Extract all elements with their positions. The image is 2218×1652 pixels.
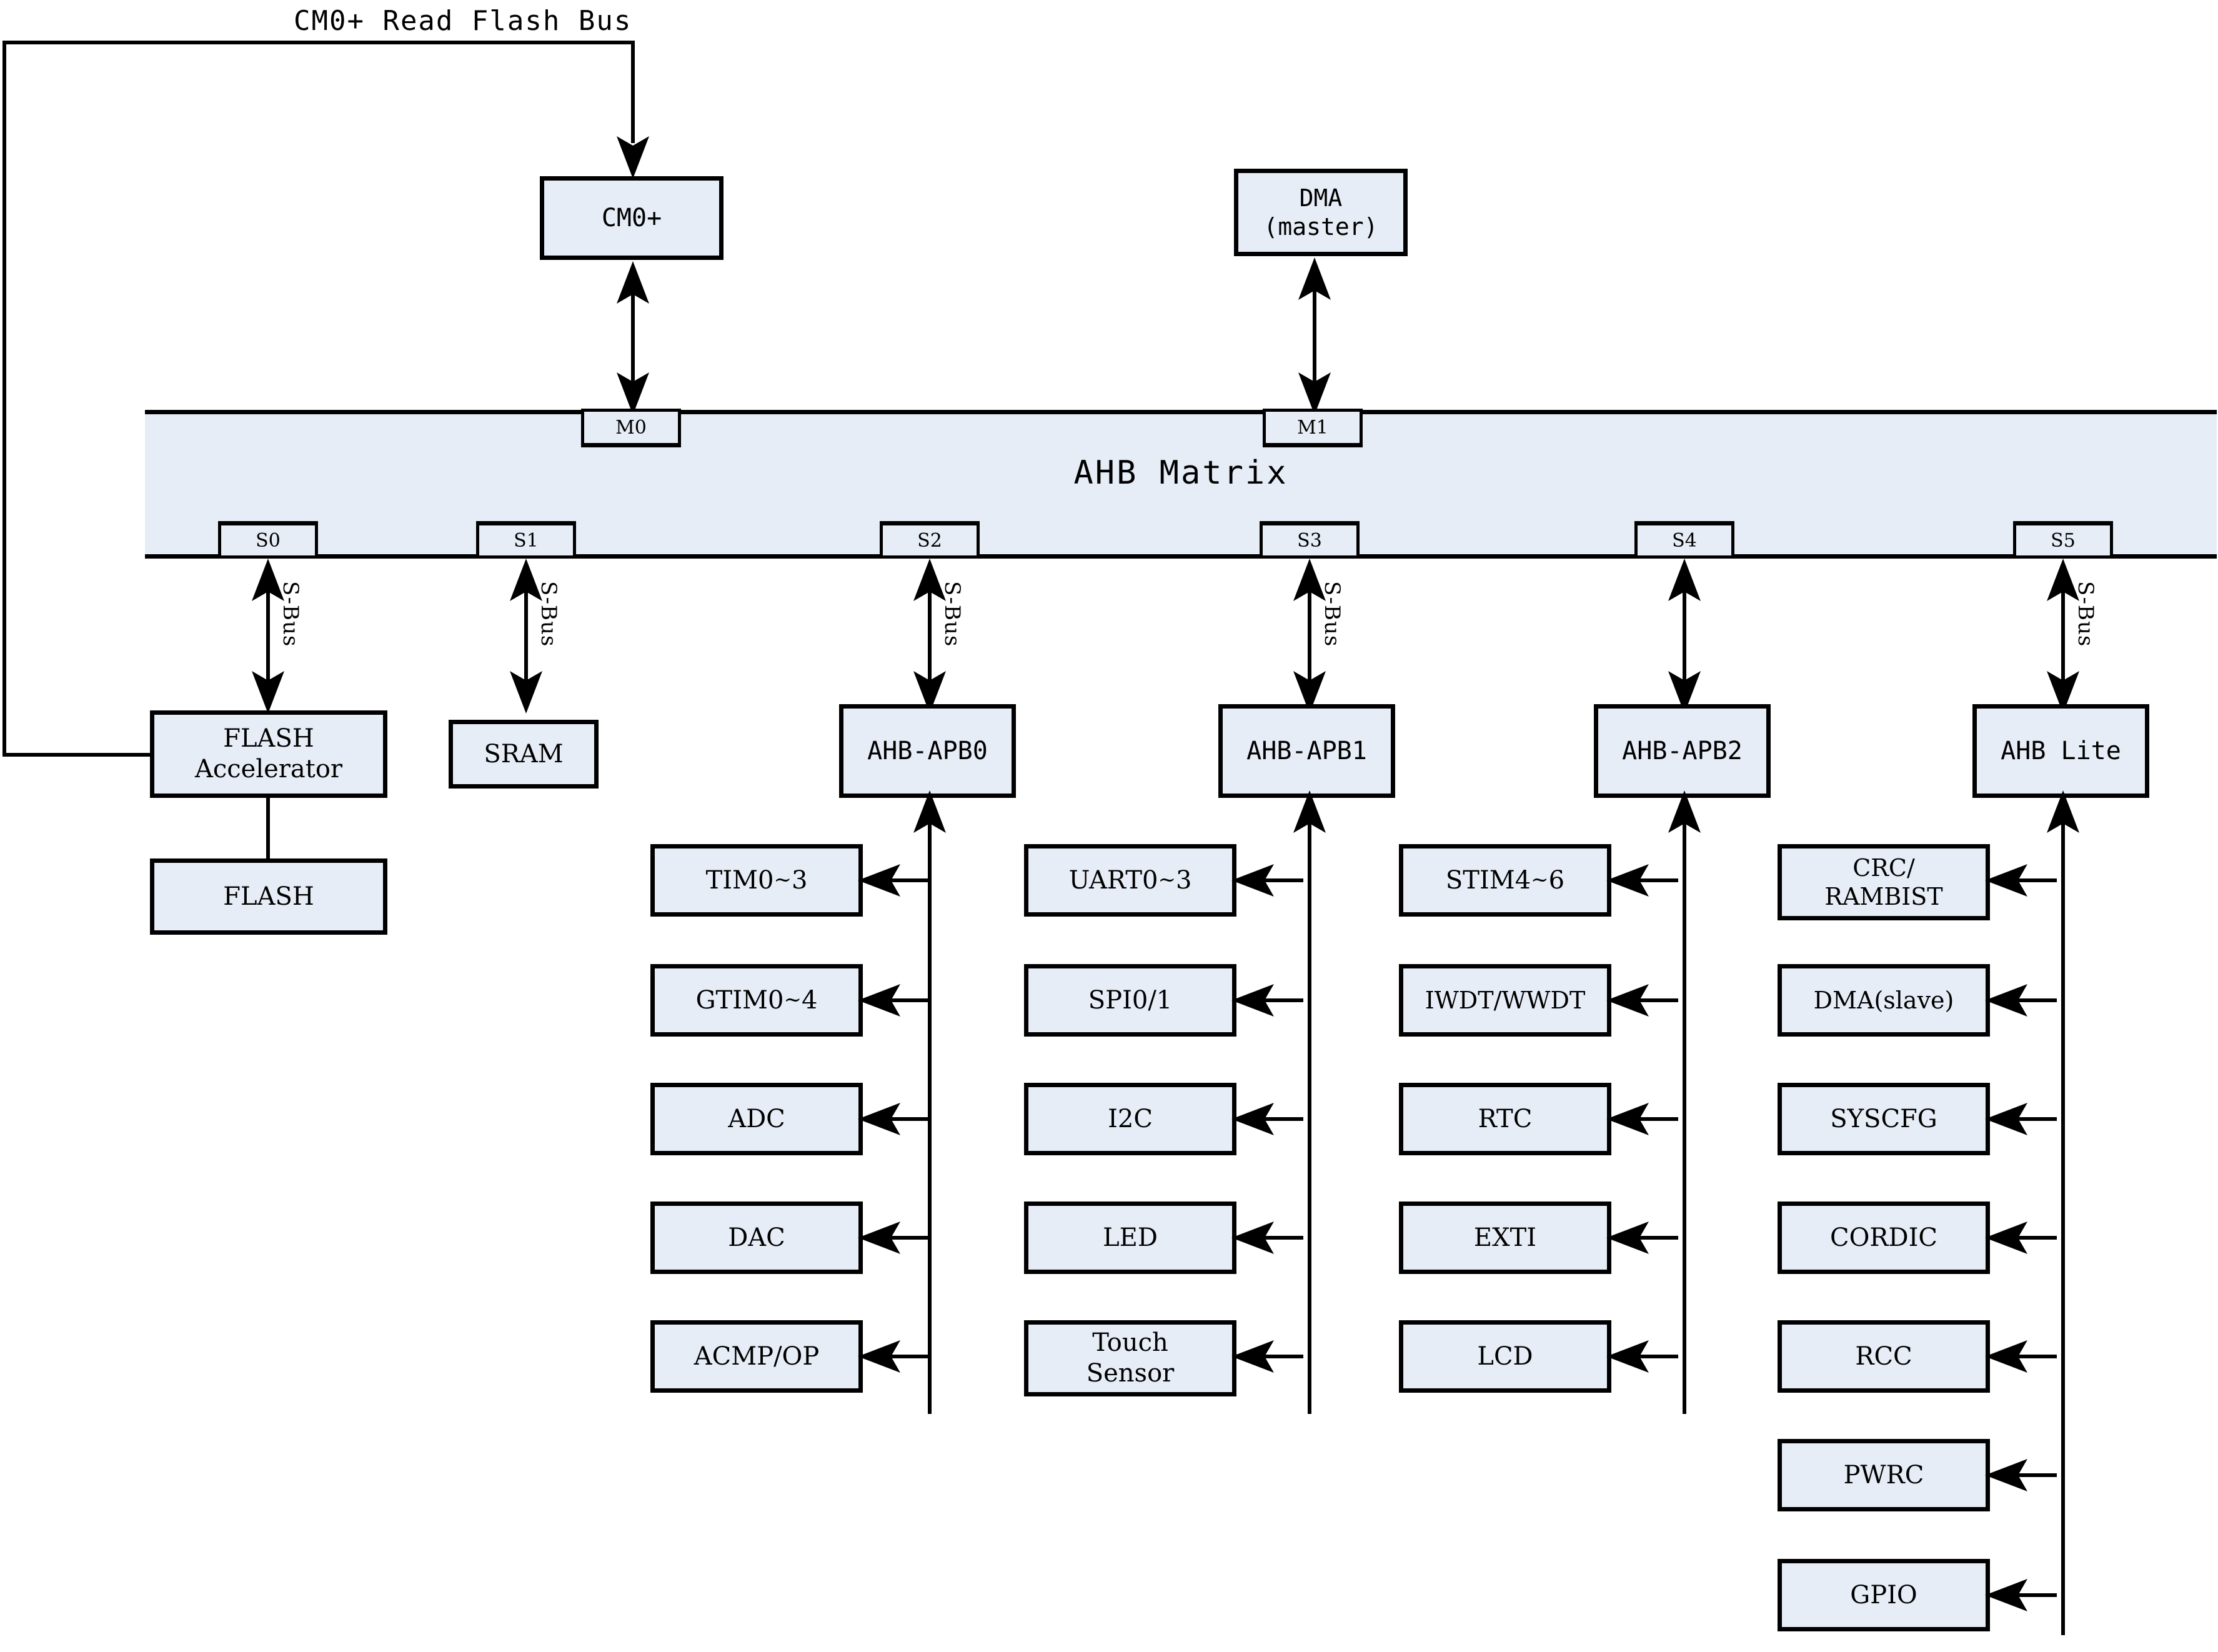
periph-tim0-3-base: TIM0 — [705, 865, 774, 895]
read-flash-bus-top-segment — [2, 41, 635, 44]
periph-pwrc[interactable]: PWRC — [1778, 1439, 1990, 1511]
s3-bus-label: S-Bus — [1320, 581, 1345, 647]
apb2-trunk — [1683, 798, 1686, 1414]
s4-bus-line — [1683, 566, 1686, 705]
periph-stim4-6[interactable]: STIM4~6 — [1399, 844, 1611, 917]
periph-led[interactable]: LED — [1024, 1202, 1236, 1274]
matrix-port-s2[interactable]: S2 — [880, 521, 980, 559]
apb1-branch-2 — [1247, 1117, 1303, 1121]
periph-gtim0-4-tail: 4 — [801, 985, 818, 1015]
matrix-port-m1[interactable]: M1 — [1263, 409, 1363, 447]
periph-crc-rambist[interactable]: CRC/ RAMBIST — [1778, 844, 1990, 920]
ahb-lite-branch-2 — [2001, 1117, 2057, 1121]
apb1-branch-3 — [1247, 1236, 1303, 1240]
periph-lcd[interactable]: LCD — [1399, 1320, 1611, 1393]
cpu-to-m0-line — [631, 269, 635, 406]
apb1-trunk — [1308, 798, 1311, 1414]
periph-rcc[interactable]: RCC — [1778, 1320, 1990, 1393]
apb1-branch-0 — [1247, 878, 1303, 882]
periph-gtim0-4[interactable]: GTIM0~4 — [650, 964, 863, 1037]
s2-bus-label: S-Bus — [940, 581, 965, 647]
read-flash-bus-bottom-segment — [2, 753, 152, 757]
s1-bus-line — [524, 566, 528, 705]
periph-adc[interactable]: ADC — [650, 1083, 863, 1155]
dma-to-m1-line — [1313, 265, 1316, 406]
ahb-lite-block[interactable]: AHB Lite — [1972, 704, 2149, 798]
ahb-lite-trunk — [2061, 798, 2065, 1635]
periph-spi0-1[interactable]: SPI0/1 — [1024, 964, 1236, 1037]
ahb-lite-branch-5 — [2001, 1473, 2057, 1477]
apb0-branch-3 — [873, 1236, 930, 1240]
apb2-branch-2 — [1622, 1117, 1678, 1121]
periph-gtim0-4-tilde: ~ — [783, 987, 802, 1013]
apb2-branch-1 — [1622, 998, 1678, 1002]
s5-bus-line — [2061, 566, 2065, 705]
matrix-port-s4[interactable]: S4 — [1634, 521, 1734, 559]
periph-dma-slave[interactable]: DMA(slave) — [1778, 964, 1990, 1037]
periph-exti[interactable]: EXTI — [1399, 1202, 1611, 1274]
matrix-port-m0[interactable]: M0 — [581, 409, 681, 447]
matrix-port-s0[interactable]: S0 — [218, 521, 318, 559]
periph-i2c[interactable]: I2C — [1024, 1083, 1236, 1155]
ahb-lite-branch-3 — [2001, 1236, 2057, 1240]
apb0-branch-0 — [873, 878, 930, 882]
apb2-branch-4 — [1622, 1355, 1678, 1358]
ahb-lite-branch-0 — [2001, 878, 2057, 882]
apb0-branch-2 — [873, 1117, 930, 1121]
matrix-port-s5[interactable]: S5 — [2013, 521, 2113, 559]
periph-rtc[interactable]: RTC — [1399, 1083, 1611, 1155]
matrix-port-s3[interactable]: S3 — [1260, 521, 1360, 559]
apb0-branch-1 — [873, 998, 930, 1002]
matrix-port-s1[interactable]: S1 — [476, 521, 576, 559]
periph-stim4-6-tilde: ~ — [1531, 867, 1549, 893]
periph-uart0-3-tail: 3 — [1175, 865, 1192, 895]
periph-uart0-3[interactable]: UART0~3 — [1024, 844, 1236, 917]
ahb-matrix-label: AHB Matrix — [1073, 454, 1288, 492]
periph-dac[interactable]: DAC — [650, 1202, 863, 1274]
periph-tim0-3-tail: 3 — [791, 865, 808, 895]
periph-gtim0-4-base: GTIM0 — [695, 985, 784, 1015]
periph-touch-sensor[interactable]: Touch Sensor — [1024, 1320, 1236, 1396]
periph-uart0-3-tilde: ~ — [1158, 867, 1176, 893]
s3-bus-line — [1308, 566, 1311, 705]
apb2-branch-0 — [1622, 878, 1678, 882]
periph-stim4-6-base: STIM4 — [1445, 865, 1531, 895]
apb1-branch-4 — [1247, 1355, 1303, 1358]
dma-master-block[interactable]: DMA (master) — [1234, 169, 1408, 256]
periph-tim0-3-tilde: ~ — [773, 867, 792, 893]
s2-bus-line — [928, 566, 932, 705]
flash-accel-to-flash-line — [266, 797, 270, 860]
periph-tim0-3[interactable]: TIM0~3 — [650, 844, 863, 917]
ahb-apb2-block[interactable]: AHB-APB2 — [1594, 704, 1771, 798]
periph-syscfg[interactable]: SYSCFG — [1778, 1083, 1990, 1155]
sram-block[interactable]: SRAM — [449, 720, 599, 789]
read-flash-bus-left-segment — [2, 41, 6, 757]
s0-bus-line — [266, 566, 270, 705]
periph-uart0-3-base: UART0 — [1068, 865, 1158, 895]
apb2-branch-3 — [1622, 1236, 1678, 1240]
s0-bus-label: S-Bus — [278, 581, 303, 647]
ahb-apb0-block[interactable]: AHB-APB0 — [839, 704, 1016, 798]
periph-gpio[interactable]: GPIO — [1778, 1559, 1990, 1631]
periph-iwdt-wwdt[interactable]: IWDT/WWDT — [1399, 964, 1611, 1037]
s1-bus-label: S-Bus — [536, 581, 561, 647]
cpu-block[interactable]: CM0+ — [540, 176, 724, 260]
ahb-matrix: AHB Matrix — [145, 410, 2217, 559]
ahb-lite-branch-6 — [2001, 1593, 2057, 1597]
read-flash-bus-label: CM0+ Read Flash Bus — [294, 5, 632, 37]
read-flash-bus-right-segment — [631, 41, 635, 143]
apb1-branch-1 — [1247, 998, 1303, 1002]
ahb-apb1-block[interactable]: AHB-APB1 — [1218, 704, 1395, 798]
s5-bus-label: S-Bus — [2073, 581, 2098, 647]
ahb-lite-branch-1 — [2001, 998, 2057, 1002]
periph-stim4-6-tail: 6 — [1548, 865, 1565, 895]
periph-acmp-op[interactable]: ACMP/OP — [650, 1320, 863, 1393]
periph-cordic[interactable]: CORDIC — [1778, 1202, 1990, 1274]
apb0-branch-4 — [873, 1355, 930, 1358]
flash-accelerator-block[interactable]: FLASH Accelerator — [150, 710, 387, 798]
ahb-lite-branch-4 — [2001, 1355, 2057, 1358]
flash-block[interactable]: FLASH — [150, 858, 387, 935]
apb0-trunk — [928, 798, 932, 1414]
